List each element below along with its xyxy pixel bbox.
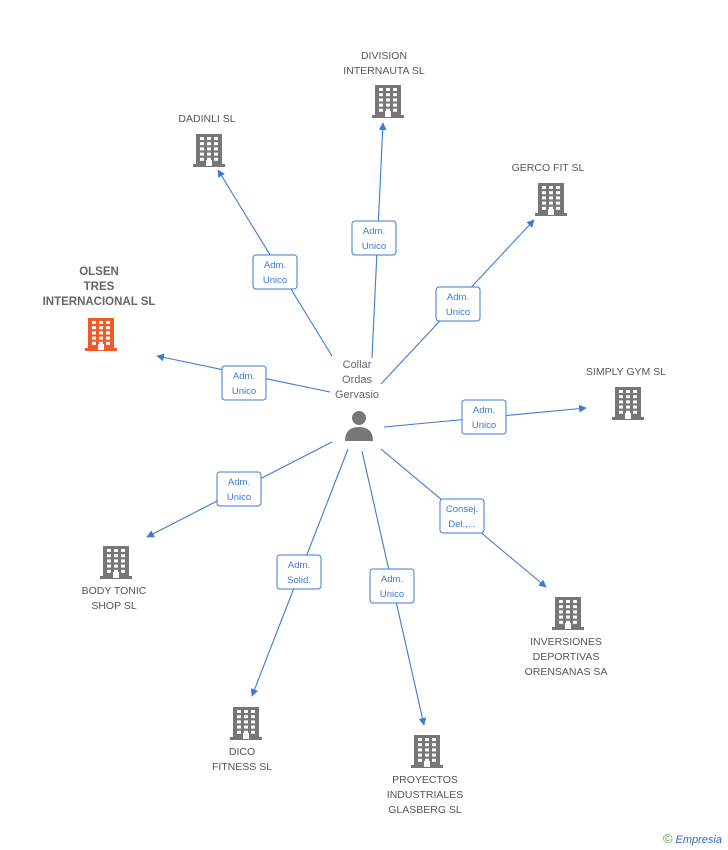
relation-text: Unico: [472, 420, 496, 431]
company-name-line: SHOP SL: [91, 600, 136, 612]
company-name-line: INDUSTRIALES: [387, 789, 463, 801]
relation-text: Unico: [232, 386, 256, 397]
company-name-line: INVERSIONES: [530, 636, 602, 648]
relation-label-gerco[interactable]: Adm. Unico: [435, 286, 481, 322]
company-name-line: DADINLI SL: [178, 113, 235, 125]
relation-text: Adm.: [447, 292, 469, 303]
building-icon: [193, 134, 225, 167]
copyright-icon: ©: [662, 831, 673, 846]
company-name-line: GERCO FIT SL: [512, 162, 585, 174]
relation-label-division[interactable]: Adm. Unico: [351, 220, 397, 256]
company-name-line: INTERNACIONAL SL: [43, 296, 156, 308]
relation-box: [369, 568, 415, 604]
company-node-inversiones[interactable]: INVERSIONES DEPORTIVAS ORENSANAS SA: [525, 597, 608, 678]
company-name-line: DEPORTIVAS: [533, 651, 600, 663]
building-icon: [552, 597, 584, 630]
relation-text: Unico: [227, 492, 251, 503]
company-name-line: SIMPLY GYM SL: [586, 366, 666, 378]
company-node-bodytonic[interactable]: BODY TONIC SHOP SL: [82, 546, 147, 612]
center-name-line-1: Collar: [343, 359, 372, 371]
relation-text: Adm.: [363, 226, 385, 237]
relation-box: [252, 254, 298, 290]
center-name-line-3: Gervasio: [335, 389, 379, 401]
relation-box: [435, 286, 481, 322]
relation-box: [221, 365, 267, 401]
company-name-line: OLSEN: [79, 266, 119, 278]
company-node-dico[interactable]: DICO FITNESS SL: [212, 707, 272, 773]
company-name-line: DIVISION: [361, 50, 407, 62]
building-icon: [612, 387, 644, 420]
relation-box: [276, 554, 322, 590]
company-node-dadinli[interactable]: DADINLI SL: [178, 113, 236, 167]
relation-text: Adm.: [264, 260, 286, 271]
company-name-line: FITNESS SL: [212, 761, 272, 773]
company-node-olsen[interactable]: OLSEN TRES INTERNACIONAL SL: [43, 266, 156, 351]
company-name-line: TRES: [84, 281, 115, 293]
relation-text: Adm.: [233, 371, 255, 382]
company-node-gerco[interactable]: GERCO FIT SL: [512, 162, 585, 216]
relation-box: [351, 220, 397, 256]
relation-label-dadinli[interactable]: Adm. Unico: [252, 254, 298, 290]
relation-text: Unico: [380, 589, 404, 600]
center-name-line-2: Ordas: [342, 374, 372, 386]
building-icon: [372, 85, 404, 118]
relation-label-bodytonic[interactable]: Adm. Unico: [216, 471, 262, 507]
relation-box: [439, 498, 485, 534]
copyright-footer: ©Empresia: [663, 831, 722, 846]
relation-text: Adm.: [228, 477, 250, 488]
building-icon: [411, 735, 443, 768]
relation-text: Unico: [263, 275, 287, 286]
company-node-proyectos[interactable]: PROYECTOS INDUSTRIALES GLASBERG SL: [387, 735, 463, 816]
relation-text: Solid.: [287, 575, 311, 586]
relation-box: [216, 471, 262, 507]
edges-layer: Adm.UnicoAdm.UnicoAdm.UnicoAdm.UnicoAdm.…: [146, 122, 587, 726]
relation-label-olsen[interactable]: Adm. Unico: [221, 365, 267, 401]
company-name-line: ORENSANAS SA: [525, 666, 608, 678]
relation-text: Consej.: [446, 504, 478, 515]
company-node-simply[interactable]: SIMPLY GYM SL: [586, 366, 666, 420]
relation-label-simply[interactable]: Adm. Unico: [461, 399, 507, 435]
relation-label-dico[interactable]: Adm. Solid.: [276, 554, 322, 590]
building-icon: [535, 183, 567, 216]
relation-text: Unico: [446, 307, 470, 318]
company-node-division[interactable]: DIVISION INTERNAUTA SL: [343, 50, 425, 118]
relation-box: [461, 399, 507, 435]
relation-label-proyectos[interactable]: Adm. Unico: [369, 568, 415, 604]
person-icon: [345, 411, 373, 441]
relation-text: Unico: [362, 241, 386, 252]
building-icon: [230, 707, 262, 740]
relation-text: Del.,...: [448, 519, 475, 530]
nodes-layer: DIVISION INTERNAUTA SL DADINLI SL GERCO FIT…: [43, 50, 667, 816]
company-name-line: DICO: [229, 746, 255, 758]
brand-name[interactable]: Empresia: [675, 834, 722, 846]
relation-text: Adm.: [473, 405, 495, 416]
building-icon: [85, 318, 117, 351]
company-name-line: INTERNAUTA SL: [343, 65, 425, 77]
relation-text: Adm.: [288, 560, 310, 571]
company-name-line: PROYECTOS: [392, 774, 458, 786]
relation-label-inversiones[interactable]: Consej. Del.,...: [439, 498, 485, 534]
relation-text: Adm.: [381, 574, 403, 585]
company-name-line: GLASBERG SL: [388, 804, 462, 816]
center-person-node[interactable]: Collar Ordas Gervasio: [335, 359, 379, 441]
building-icon: [100, 546, 132, 579]
company-name-line: BODY TONIC: [82, 585, 147, 597]
